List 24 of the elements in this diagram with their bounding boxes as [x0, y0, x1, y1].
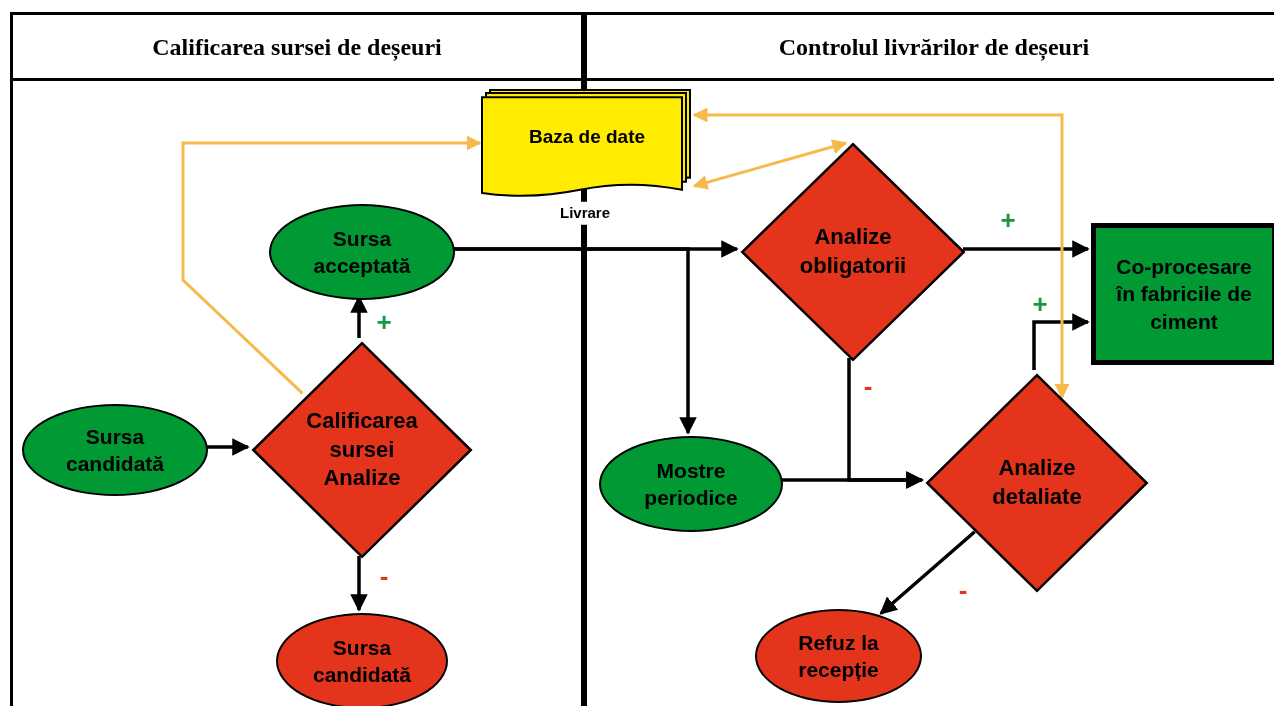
node-label: Sursa candidată	[65, 423, 165, 477]
arrow	[879, 530, 976, 615]
database-document	[480, 88, 694, 198]
node-label: Sursa candidată	[312, 634, 412, 688]
node-label: Mostre periodice	[643, 457, 739, 511]
arrow	[692, 107, 1070, 399]
node-label: Co-procesare în fabricile de ciment	[1114, 254, 1253, 335]
process-box	[1091, 223, 1274, 365]
arrow	[350, 556, 368, 612]
decision-diamond	[925, 373, 1149, 593]
node-label: Refuz la recepție	[797, 629, 880, 683]
node-label: Baza de date	[528, 124, 646, 149]
arrow	[181, 135, 482, 395]
node-label: Analize obligatorii	[798, 223, 908, 280]
arrow	[692, 139, 848, 190]
node-label: Analize detaliate	[991, 454, 1083, 511]
lane-title: Calificarea sursei de deșeuri	[152, 32, 442, 63]
arrow	[1032, 313, 1090, 370]
arrow	[963, 240, 1090, 258]
lane-title: Controlul livrărilor de deșeuri	[778, 32, 1090, 63]
decision-diamond	[740, 142, 966, 362]
node-label: Sursa acceptată	[312, 225, 412, 279]
node-label: Calificarea sursei Analize	[305, 407, 419, 493]
decision-diamond	[251, 341, 473, 559]
